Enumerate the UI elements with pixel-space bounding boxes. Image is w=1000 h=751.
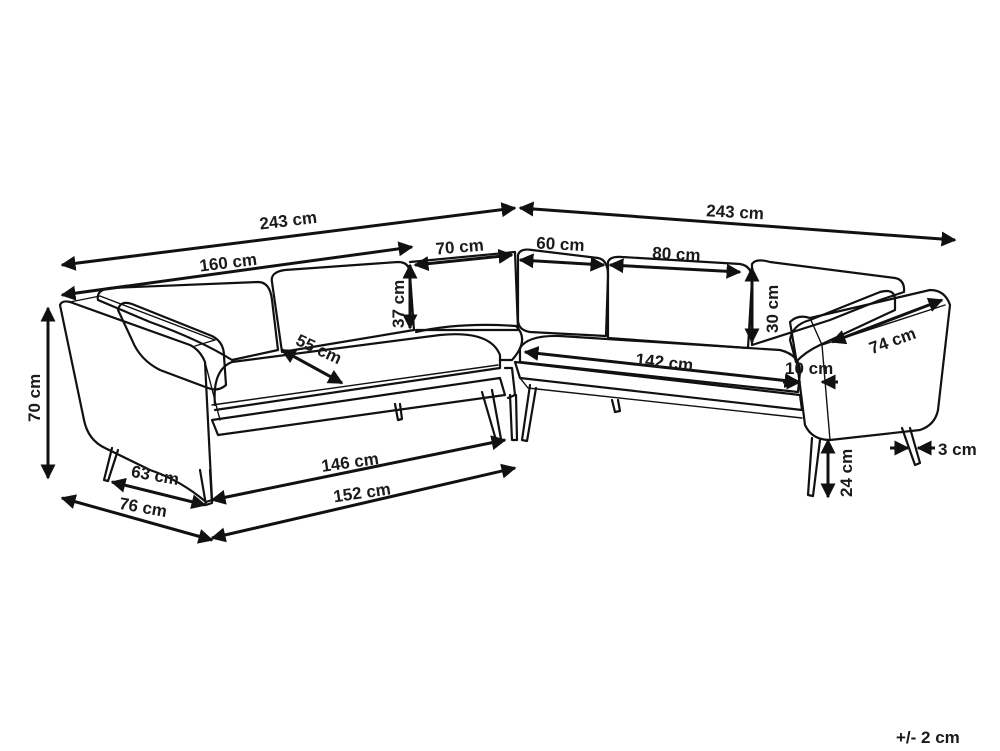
dim-line-total-depth [60,494,214,544]
dimension-labels: 243 cm 243 cm 160 cm 70 cm 60 cm 80 cm 3… [25,201,977,747]
label-cushion: 30 cm [763,285,782,333]
label-total-right: 243 cm [706,201,765,223]
label-corner-left: 70 cm [435,235,485,258]
dim-line-base-width [210,463,517,543]
right-back-cushion-1 [516,248,610,338]
dim-line-corner-right [518,253,606,272]
right-back-cushion-3 [750,259,906,347]
label-seat-depth: 55 cm [293,331,345,369]
label-right-seat: 142 cm [635,350,694,375]
label-height: 70 cm [25,374,44,422]
dim-line-right-seat [523,346,800,388]
label-seat-width: 146 cm [320,449,380,476]
dim-line-total-right [518,201,957,247]
label-leg-height: 24 cm [837,449,856,497]
label-left-length: 160 cm [198,250,258,276]
right-throw-pillow [788,289,897,364]
dimension-lines [40,201,957,544]
dim-line-left-length [60,241,414,301]
corner-base [503,366,517,400]
label-arm-width: 10 cm [785,359,833,378]
label-armrest-depth: 74 cm [867,324,919,358]
label-corner-right: 60 cm [536,234,585,255]
dim-line-right-section [608,258,742,279]
dim-line-corner-left [413,248,514,272]
left-leg-1 [102,446,120,483]
label-backrest: 37 cm [389,280,408,328]
dim-line-armrest-depth [830,297,944,345]
label-tolerance: +/- 2 cm [896,728,960,747]
label-total-left: 243 cm [258,208,318,234]
left-seat-cushion [213,333,502,412]
label-leg-width: 3 cm [938,440,977,459]
sofa-outline [58,248,952,507]
corner-leg [508,393,519,442]
throw-pillow [116,301,228,391]
left-seat-front [210,376,507,437]
right-leg-1 [520,383,538,443]
label-right-section: 80 cm [652,244,701,265]
label-inner-depth: 63 cm [130,462,181,489]
dim-line-seat-depth [280,348,344,385]
right-armrest [788,288,952,442]
left-leg-4 [393,402,404,422]
label-base-width: 152 cm [332,479,392,506]
right-leg-2 [610,398,622,414]
right-leg-3 [806,436,822,498]
